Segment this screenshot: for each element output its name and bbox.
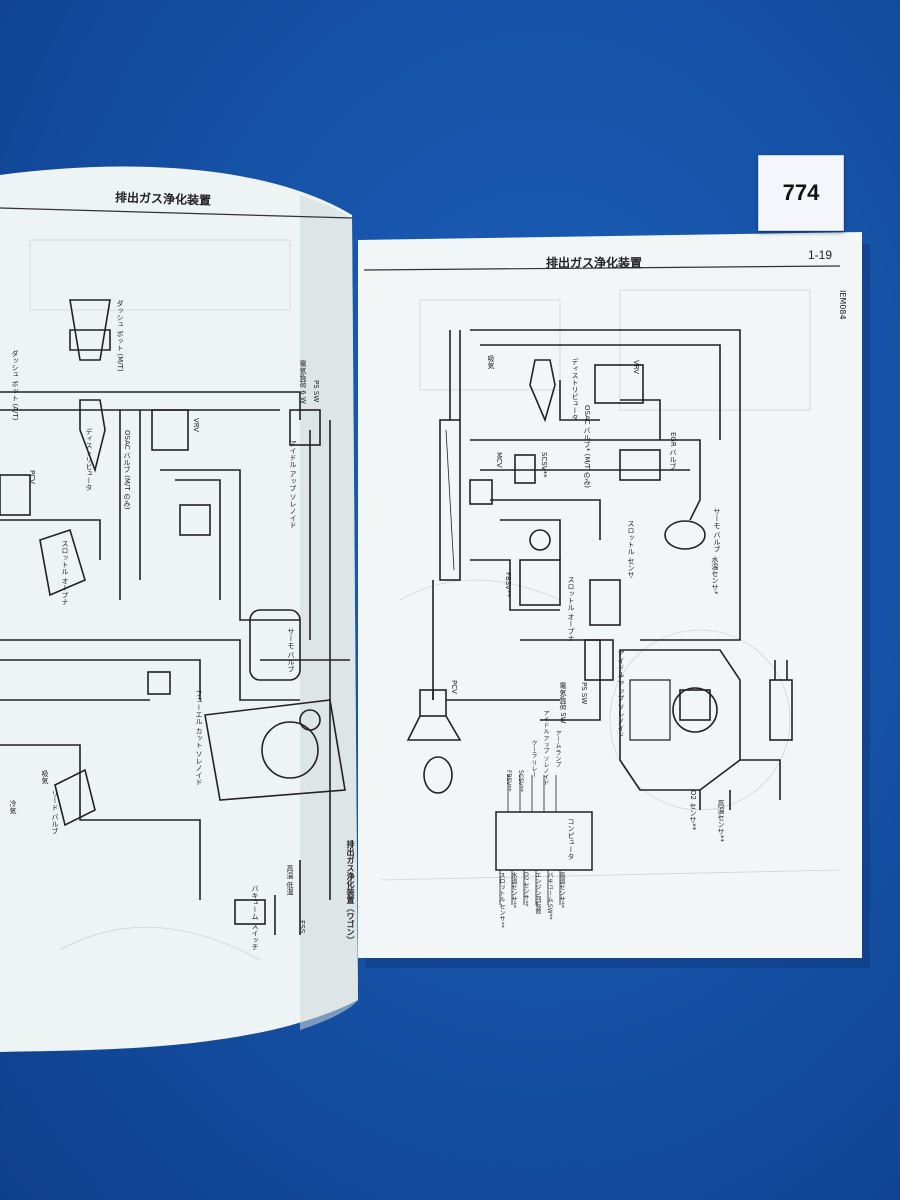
- lp-label-cold: 冷気: [9, 800, 17, 814]
- lp-label-fuel-cut: フューエル カット ソレノイド: [195, 690, 203, 786]
- right-page: [358, 232, 862, 958]
- rp-label-egr: EGR バルブ: [669, 432, 677, 470]
- right-page-number: 1-19: [808, 248, 833, 262]
- rp-label-ps-sw: PS SW: [580, 682, 588, 705]
- ci-0: スロットル センサ**: [498, 872, 505, 928]
- rp-label-load-sw: 電気負荷 SW: [559, 682, 567, 724]
- left-side-caption: 排出ガス浄化装置（ワゴン）: [346, 840, 355, 944]
- lot-number: 774: [782, 180, 820, 205]
- lp-label-dashpot-at: ダッシュ ポット (A/T): [11, 350, 19, 421]
- rp-label-mcv: MCV: [495, 452, 503, 468]
- rp-label-intake: 吸気: [487, 355, 495, 369]
- ci-4: バキューム SW**: [546, 872, 553, 920]
- rp-label-vrv: VRV: [632, 360, 640, 375]
- rp-label-water-temp: 水温センサ*: [711, 556, 719, 595]
- lp-label-osac: OSAC バルブ (M/T のみ): [123, 430, 131, 510]
- lp-label-idle-up: アイドル アップ ソレノイド: [289, 440, 297, 529]
- rp-label-distributor: ディストリビュータ: [571, 358, 579, 421]
- ci-5: 高温センサ**: [558, 872, 565, 908]
- left-page-header: 排出ガス浄化装置: [114, 190, 212, 208]
- rp-label-throttle-sensor: スロットル センサ: [627, 520, 635, 579]
- co-3: アイドル アップ ソレノイド: [542, 710, 549, 786]
- co-1: SCSV**: [517, 770, 524, 792]
- lp-label-vacuum-sw: バキューム スイッチ: [251, 885, 259, 951]
- lp-label-reed: リード バルブ: [51, 790, 59, 835]
- rp-label-throttle-opener: スロットル オープナ: [567, 576, 575, 642]
- ci-2: O2 センサ**: [522, 872, 529, 907]
- lp-label-pcv: PCV: [28, 470, 36, 484]
- rp-label-osac: OSAC バルブ* (M/T のみ): [583, 405, 591, 488]
- lp-label-throttle-opener: スロットル オープナ: [61, 540, 69, 606]
- co-4: アーム ランプ: [554, 730, 561, 768]
- figure-code: IEM084: [838, 290, 847, 320]
- right-page-header: 排出ガス浄化装置: [546, 256, 643, 270]
- rp-label-fbsv: FBSV**: [504, 572, 512, 597]
- rp-label-high-temp: 高温センサ**: [717, 800, 725, 842]
- lp-label-distributor: ディストリビュータ: [85, 428, 93, 491]
- rp-label-idle-up: アイドル アップ ソレノイド: [617, 650, 625, 739]
- lp-label-temp: 高温 低温: [286, 865, 294, 896]
- lp-label-ps-sw: PS SW: [312, 380, 320, 403]
- rp-label-o2: O2 センサ**: [689, 790, 697, 831]
- rp-label-scsv: SCSV**: [540, 452, 548, 478]
- lp-label-intake: 吸気: [41, 770, 49, 784]
- rp-label-thermo-valve: サーモ バルブ: [713, 508, 721, 553]
- lp-label-load: 電気負荷 6 W: [299, 360, 307, 404]
- rp-label-computer: コンピュータ: [567, 818, 575, 860]
- co-0: FBSV**: [505, 770, 512, 792]
- lot-number-card: 774: [758, 155, 844, 231]
- ci-3: エンジン回転数: [534, 872, 541, 914]
- left-page: [0, 166, 358, 1053]
- lp-label-thermo: サーモ バルブ: [287, 628, 295, 673]
- lp-label-ess: ESS: [298, 920, 306, 934]
- ci-1: 水温センサ**: [510, 872, 517, 908]
- lp-label-vrv: VRV: [192, 418, 200, 433]
- rp-label-pcv: PCV: [450, 680, 458, 694]
- co-2: クーラ リレー: [530, 740, 537, 778]
- lp-label-dashpot-mt: ダッシュ ポット (M/T): [116, 300, 124, 372]
